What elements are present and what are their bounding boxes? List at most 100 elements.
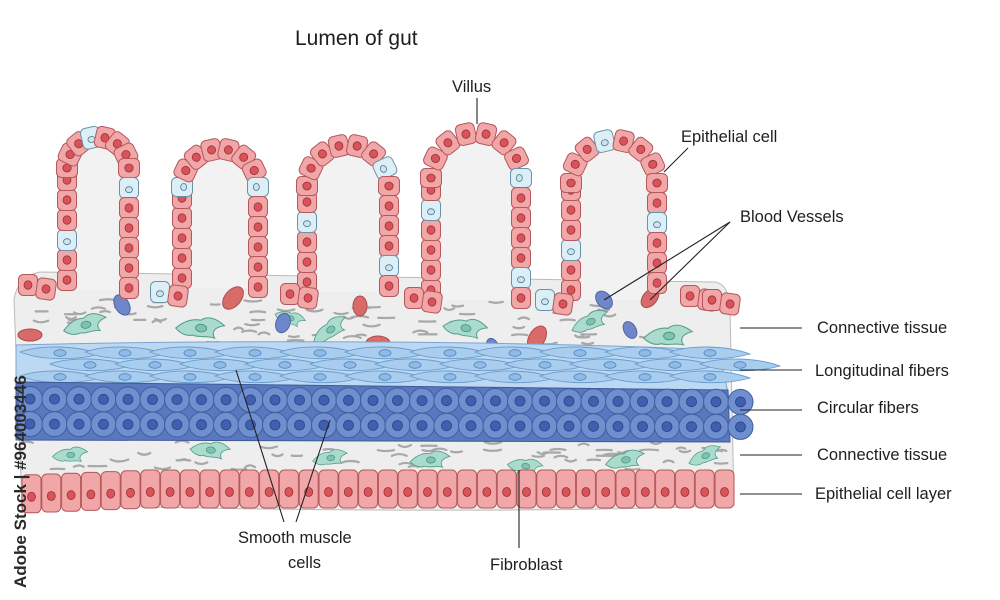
epithelial-cell bbox=[647, 272, 667, 294]
goblet-cell bbox=[593, 129, 616, 153]
cell-nucleus bbox=[621, 487, 630, 497]
cell-nucleus bbox=[302, 257, 312, 267]
cell-nucleus bbox=[566, 178, 576, 188]
cell-nucleus bbox=[86, 489, 96, 500]
cell-nucleus bbox=[253, 222, 263, 232]
cell-nucleus bbox=[66, 490, 76, 501]
goblet-cell bbox=[171, 177, 193, 197]
collagen-fiber bbox=[517, 316, 531, 321]
fiber-nucleus bbox=[514, 395, 526, 407]
blood-vessels-label: Blood Vessels bbox=[740, 208, 844, 226]
fiber-nucleus bbox=[24, 393, 36, 405]
fiber-nucleus bbox=[378, 373, 392, 381]
fiber-nucleus bbox=[278, 361, 292, 369]
cell-nucleus bbox=[252, 183, 260, 191]
cell-nucleus bbox=[640, 487, 650, 497]
fiber-nucleus bbox=[416, 395, 428, 407]
fiber-nucleus bbox=[490, 420, 501, 432]
cell-nucleus bbox=[541, 487, 551, 497]
fibroblast-nucleus bbox=[586, 317, 596, 326]
connective-tissue-top-label: Connective tissue bbox=[817, 319, 947, 337]
epithelial-cell bbox=[172, 227, 192, 249]
collagen-fiber bbox=[333, 311, 349, 316]
circular-fibers-label: Circular fibers bbox=[817, 399, 919, 417]
cell-nucleus bbox=[516, 293, 526, 303]
cell-nucleus bbox=[499, 138, 509, 148]
cell-nucleus bbox=[384, 241, 394, 251]
collagen-fiber bbox=[553, 454, 569, 459]
collagen-fiber bbox=[341, 459, 360, 464]
cell-nucleus bbox=[145, 487, 155, 497]
cell-nucleus bbox=[302, 237, 312, 247]
goblet-cell bbox=[647, 212, 667, 234]
cell-nucleus bbox=[302, 197, 312, 207]
blood-vessel bbox=[352, 295, 368, 317]
fibroblast bbox=[189, 441, 232, 460]
cell-nucleus bbox=[522, 487, 531, 497]
cell-nucleus bbox=[652, 198, 662, 208]
cell-nucleus bbox=[46, 491, 56, 501]
cell-nucleus bbox=[541, 298, 549, 306]
epithelial-cell bbox=[719, 292, 741, 316]
epithelial-cell bbox=[241, 158, 267, 183]
collagen-fiber bbox=[20, 440, 35, 445]
epithelial-cell bbox=[423, 146, 448, 171]
collagen-fiber bbox=[257, 331, 271, 336]
fiber-nucleus bbox=[98, 418, 109, 430]
fibroblast-nucleus bbox=[326, 454, 336, 462]
cell-nucleus bbox=[177, 273, 187, 283]
cell-nucleus bbox=[652, 278, 662, 288]
epithelial-cell bbox=[680, 285, 700, 307]
fiber-nucleus bbox=[661, 421, 673, 433]
collagen-fiber bbox=[194, 461, 209, 466]
cell-nucleus bbox=[426, 173, 436, 183]
epithelial-cell bbox=[119, 277, 139, 299]
fiber-nucleus bbox=[378, 349, 392, 357]
cell-nucleus bbox=[384, 201, 394, 211]
cell-nucleus bbox=[517, 276, 525, 284]
fiber-nucleus bbox=[465, 420, 477, 432]
collagen-fiber bbox=[73, 311, 87, 316]
epithelial-cell bbox=[552, 292, 574, 316]
fiber-nucleus bbox=[98, 393, 109, 405]
blood-vessel bbox=[622, 321, 638, 339]
cell-nucleus bbox=[343, 487, 353, 497]
cell-nucleus bbox=[442, 487, 452, 497]
epithelial-cell bbox=[379, 195, 399, 217]
fiber-nucleus bbox=[612, 395, 624, 407]
cell-nucleus bbox=[124, 283, 134, 293]
collagen-fiber bbox=[559, 318, 576, 322]
collagen-fiber bbox=[154, 317, 168, 322]
fiber-nucleus bbox=[508, 373, 522, 381]
cell-nucleus bbox=[225, 487, 234, 497]
fiber-nucleus bbox=[118, 349, 132, 357]
cell-nucleus bbox=[566, 225, 576, 235]
fiber-nucleus bbox=[573, 373, 587, 381]
collagen-fiber bbox=[249, 310, 267, 314]
epithelial-cell bbox=[297, 251, 317, 273]
epithelial-cell bbox=[421, 290, 443, 314]
fiber-nucleus bbox=[637, 421, 648, 432]
goblet-cell bbox=[511, 267, 531, 289]
fiber-nucleus bbox=[220, 419, 232, 431]
collagen-fiber bbox=[577, 442, 590, 447]
fiber-nucleus bbox=[538, 361, 552, 369]
collagen-fiber bbox=[230, 467, 248, 471]
cell-nucleus bbox=[264, 487, 274, 497]
cell-nucleus bbox=[285, 289, 295, 299]
collagen-fiber bbox=[146, 304, 164, 309]
fiber-nucleus bbox=[49, 393, 60, 405]
fiber-nucleus bbox=[343, 419, 354, 431]
cell-nucleus bbox=[652, 238, 662, 248]
cell-nucleus bbox=[302, 277, 312, 287]
cell-nucleus bbox=[427, 208, 435, 216]
epithelial-cell bbox=[327, 134, 350, 158]
cell-nucleus bbox=[462, 487, 472, 497]
stock-watermark: Adobe Stock | #964003446 bbox=[11, 375, 30, 588]
fiber-nucleus bbox=[171, 394, 183, 406]
epithelial-cell bbox=[172, 207, 192, 229]
collagen-fiber bbox=[276, 308, 296, 313]
epithelial-cell bbox=[118, 158, 140, 178]
cell-nucleus bbox=[566, 205, 576, 215]
epithelial-cell bbox=[612, 129, 635, 153]
